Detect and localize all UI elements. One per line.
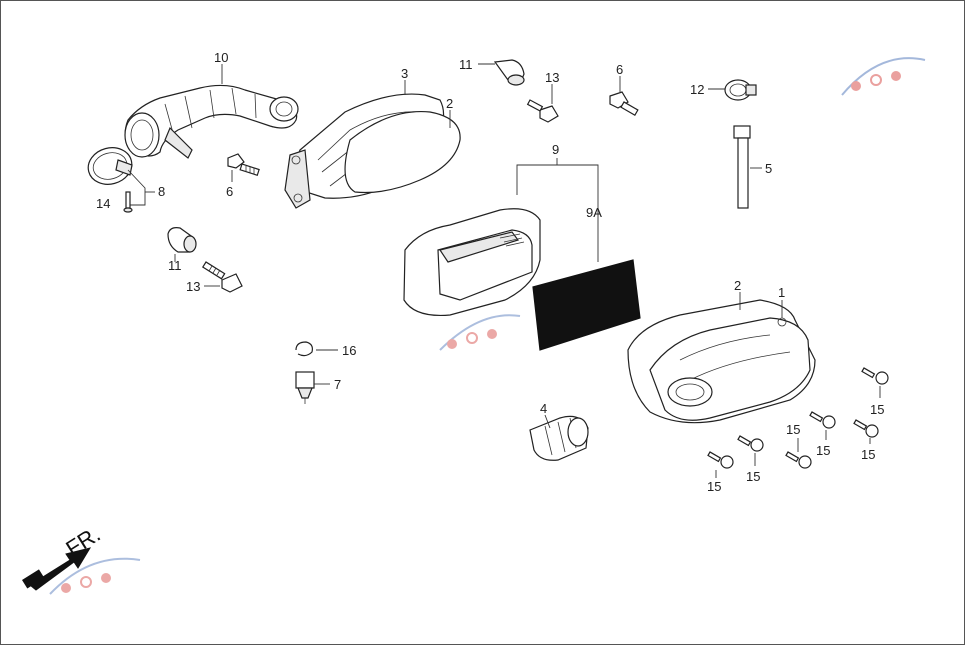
callout-14: 14 <box>96 196 110 211</box>
screw-15-5 <box>785 451 812 469</box>
watermark-logo-bottom-left <box>49 557 141 595</box>
part-2-gasket-upper <box>344 110 461 194</box>
callout-1: 1 <box>778 285 785 300</box>
part-13-bolt-left <box>201 261 243 293</box>
front-direction-arrow <box>21 547 92 591</box>
part-6-bolt-top <box>609 91 639 117</box>
part-4-intake-boot <box>529 415 589 461</box>
part-9a-sponge-filter <box>532 259 641 351</box>
screw-15-4 <box>737 435 764 452</box>
callout-3: 3 <box>401 66 408 81</box>
callout-15-b: 15 <box>816 443 830 458</box>
screw-15-1 <box>861 367 889 385</box>
callout-16: 16 <box>342 343 356 358</box>
part-1-air-cleaner-case <box>627 299 816 424</box>
part-7-drain-plug <box>295 371 315 404</box>
callout-15-f: 15 <box>707 479 721 494</box>
callout-12: 12 <box>690 82 704 97</box>
callout-2-lower: 2 <box>734 278 741 293</box>
callout-11-top: 11 <box>459 57 473 72</box>
part-10-intake-duct <box>124 84 299 159</box>
watermark-logo-top-right <box>841 57 926 96</box>
part-16-circlip <box>295 341 313 357</box>
part-5-drain-tube <box>733 125 751 209</box>
callout-2-upper: 2 <box>446 96 453 111</box>
callout-9: 9 <box>552 142 559 157</box>
screw-15-6 <box>707 451 734 469</box>
callout-11-left: 11 <box>168 258 182 273</box>
callout-15-c: 15 <box>861 447 875 462</box>
callout-8: 8 <box>158 184 165 199</box>
screw-15-3 <box>853 419 879 438</box>
callout-13-left: 13 <box>186 279 200 294</box>
watermark-logo-center <box>439 314 521 351</box>
callout-10: 10 <box>214 50 228 65</box>
part-8-hose-clamp <box>87 147 133 185</box>
part-9-filter-element <box>403 208 541 317</box>
part-14-screw <box>123 191 133 213</box>
part-12-clamp <box>724 79 757 101</box>
callout-9a: 9A <box>586 205 602 220</box>
callout-15-a: 15 <box>870 402 884 417</box>
callout-4: 4 <box>540 401 547 416</box>
callout-15-e: 15 <box>786 422 800 437</box>
callout-5: 5 <box>765 161 772 176</box>
callout-7: 7 <box>334 377 341 392</box>
callout-6-left: 6 <box>226 184 233 199</box>
part-13-bolt-top <box>526 99 559 123</box>
screw-15-2 <box>809 411 836 429</box>
callout-13-top: 13 <box>545 70 559 85</box>
part-11-plug-left <box>167 227 197 253</box>
callout-15-d: 15 <box>746 469 760 484</box>
part-6-bolt-left <box>227 153 260 177</box>
callout-6-top: 6 <box>616 62 623 77</box>
part-11-plug-top <box>493 59 525 86</box>
